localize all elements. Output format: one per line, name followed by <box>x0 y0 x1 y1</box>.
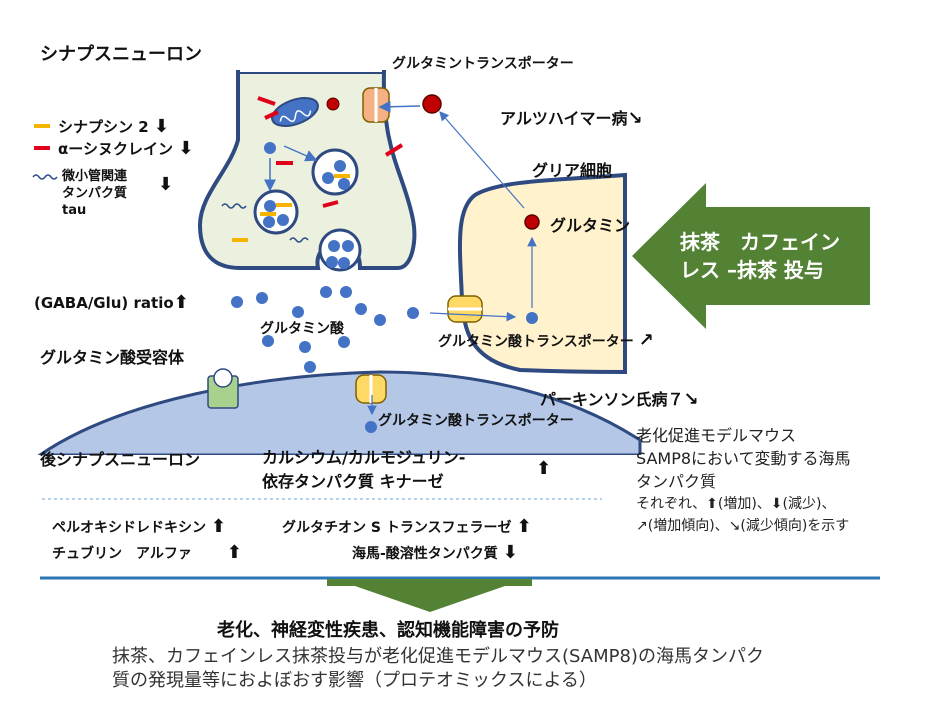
tau-squiggle <box>221 203 247 209</box>
label-gaba-ratio: (GABA/Glu) ratio⬆ <box>34 292 189 313</box>
legend-synuclein: αーシヌクレイン ⬇ <box>58 138 194 159</box>
protein-acidic: 海馬-酸溶性タンパク質 ⬇ <box>352 542 518 563</box>
label-camk: カルシウム/カルモジュリン- 依存タンパク質 キナーゼ <box>262 448 466 491</box>
label-glutamate-receptor: グルタミン酸受容体 <box>40 348 185 367</box>
glutamate-molecule <box>338 336 350 348</box>
legend-tau: 微小管関連 タンパク質 tau <box>62 169 128 218</box>
label-glial-cell: グリア細胞 <box>532 161 613 180</box>
vesicle <box>311 148 359 196</box>
footer-description: 抹茶、カフェインレス抹茶投与が老化促進モデルマウス(SAMP8)の海馬タンパク … <box>112 646 764 691</box>
glutamate-molecule <box>304 361 316 373</box>
label-glutamate-transporter-glia: グルタミン酸トランスポーター ↗ <box>438 330 654 351</box>
treatment-arrow <box>632 183 870 329</box>
glutamate-molecule <box>292 306 304 318</box>
glutamate-receptor <box>207 368 239 409</box>
glutamate-molecule <box>355 303 367 315</box>
label-alzheimers: アルツハイマー病↘ <box>500 108 643 129</box>
glutamate-transporter-glia <box>447 295 483 323</box>
label-parkinsons: パーキンソン氏病７↘ <box>540 389 699 410</box>
glutamate-molecule <box>326 256 338 268</box>
legend-note: 老化促進モデルマウス SAMP8において変動する海馬 タンパク質 それぞれ、⬆(… <box>636 426 851 534</box>
glutamate-molecule <box>365 421 377 433</box>
glutamate-molecule <box>264 200 276 212</box>
glutamate-molecule <box>264 142 276 154</box>
page-title: シナプスニューロン <box>40 44 202 65</box>
glutamate-molecule <box>256 292 268 304</box>
glutamate-molecule <box>334 160 346 172</box>
legend-synapsin: シナプシン 2 ⬇ <box>58 116 169 137</box>
glutamate-molecule <box>338 257 350 269</box>
glutamate-molecule <box>231 296 243 308</box>
glutamate-molecule <box>328 240 340 252</box>
glutamate-transporter-post <box>355 374 387 404</box>
glutamine-transporter <box>362 87 390 123</box>
label-glutamine: グルタミン <box>550 216 631 235</box>
glutamate-molecule <box>263 216 275 228</box>
mitochondrion <box>271 97 319 127</box>
tau-squiggle <box>289 237 309 243</box>
glutamate-molecule <box>374 314 386 326</box>
glutamate-molecule <box>338 178 350 190</box>
postsynaptic-neuron <box>35 370 642 457</box>
glutamate-molecule <box>277 214 289 226</box>
glutamate-molecule <box>342 240 354 252</box>
glutamate-molecule-glia <box>526 312 538 324</box>
legend-tau-arrow: ⬇ <box>158 174 174 195</box>
label-camk-arrow: ⬆ <box>536 458 552 479</box>
label-glutamate-transporter-post: グルタミン酸トランスポーター <box>378 413 574 429</box>
glutamate-molecule <box>299 341 311 353</box>
glutamate-molecule <box>322 172 334 184</box>
glutamate-molecule <box>407 307 419 319</box>
label-glutamate: グルタミン酸 <box>260 321 344 337</box>
treatment-label: 抹茶 カフェイン レス –抹茶 投与 <box>680 230 840 282</box>
glutamine-molecule <box>326 97 340 111</box>
label-postsynaptic: 後シナプスニューロン <box>40 450 201 469</box>
glutamate-molecule <box>262 335 274 347</box>
protein-tubulin: チュブリン アルファ ⬆ <box>52 542 242 563</box>
glutamine-molecule-glia <box>524 214 540 230</box>
glutamate-molecule <box>340 286 352 298</box>
protein-gst: グルタチオン S トランスフェラーゼ ⬆ <box>282 516 532 537</box>
glutamine-molecule-extracellular <box>422 94 442 114</box>
footer-title: 老化、神経変性疾患、認知機能障害の予防 <box>217 620 559 641</box>
down-arrow <box>327 579 532 612</box>
glutamate-molecule <box>320 286 332 298</box>
protein-peroxiredoxin: ペルオキシドレドキシン ⬆ <box>52 516 226 537</box>
label-glutamine-transporter: グルタミントランスポーター <box>392 56 574 72</box>
